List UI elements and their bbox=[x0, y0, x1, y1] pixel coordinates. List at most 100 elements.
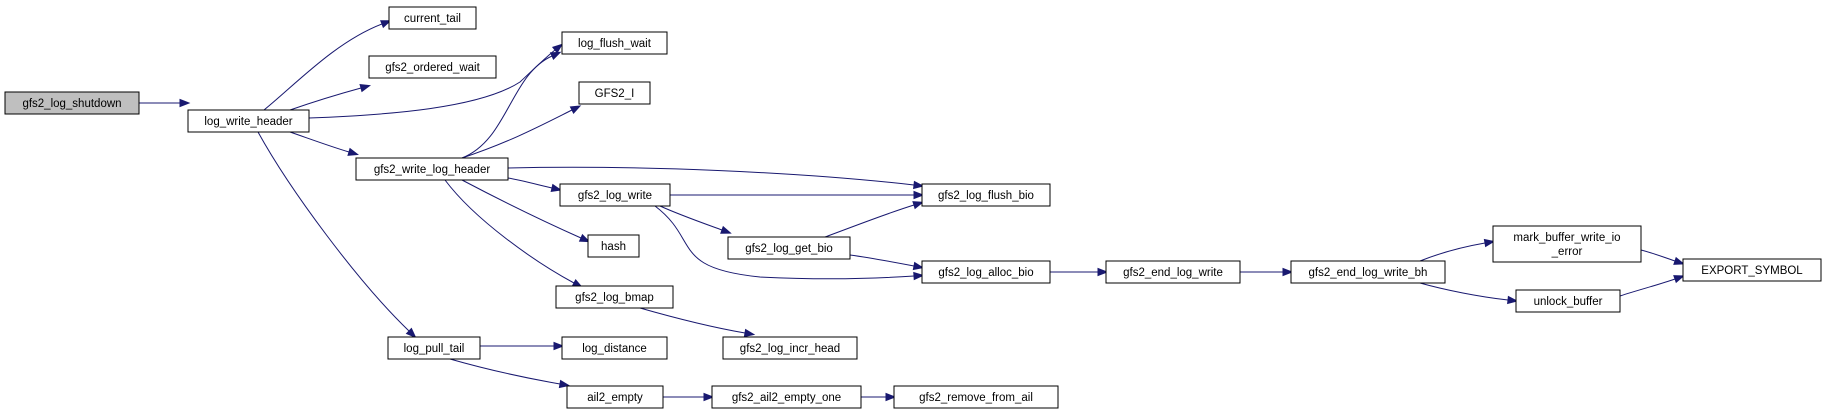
edge-ail2_empty-to-gfs2_ail2_empty_one bbox=[663, 392, 715, 402]
node-gfs2-log-shutdown[interactable]: gfs2_log_shutdown bbox=[4, 91, 140, 115]
edge-line bbox=[654, 205, 915, 280]
node-box[interactable] bbox=[1515, 289, 1621, 313]
node-gfs2-log-incr-head[interactable]: gfs2_log_incr_head bbox=[722, 336, 858, 360]
node-gfs2-end-log-write[interactable]: gfs2_end_log_write bbox=[1105, 260, 1241, 284]
edge-arrowhead bbox=[558, 379, 571, 389]
node-label: gfs2_log_shutdown bbox=[22, 98, 121, 110]
edge-gfs2_log_write-to-gfs2_log_get_bio bbox=[659, 205, 732, 234]
node-box[interactable] bbox=[893, 385, 1059, 409]
node-log-flush-wait[interactable]: log_flush_wait bbox=[561, 31, 668, 55]
node-gfs2-log-get-bio[interactable]: gfs2_log_get_bio bbox=[727, 236, 851, 260]
node-box[interactable] bbox=[722, 336, 858, 360]
node-log-write-header[interactable]: log_write_header bbox=[187, 109, 310, 133]
node-box[interactable] bbox=[921, 260, 1051, 284]
node-label: unlock_buffer bbox=[1534, 296, 1603, 308]
node-label: EXPORT_SYMBOL bbox=[1701, 265, 1803, 277]
node-gfs2-log-write[interactable]: gfs2_log_write bbox=[559, 183, 671, 207]
node-gfs2-write-log-header[interactable]: gfs2_write_log_header bbox=[355, 157, 509, 181]
node-gfs2-ordered-wait[interactable]: gfs2_ordered_wait bbox=[368, 55, 497, 79]
edge-line bbox=[461, 109, 573, 159]
node-gfs2-ail2-empty-one[interactable]: gfs2_ail2_empty_one bbox=[711, 385, 862, 409]
node-box[interactable] bbox=[355, 157, 509, 181]
node-box[interactable] bbox=[555, 285, 674, 309]
edge-line bbox=[263, 23, 383, 111]
node-box[interactable] bbox=[187, 109, 310, 133]
node-ail2-empty[interactable]: ail2_empty bbox=[566, 385, 664, 409]
edge-arrowhead bbox=[703, 392, 715, 402]
edge-arrowhead bbox=[1673, 275, 1685, 284]
edge-gfs2_write_log_header-to-hash bbox=[461, 179, 591, 243]
node-label: current_tail bbox=[404, 13, 461, 25]
edge-log_write_header-to-log_pull_tail bbox=[257, 131, 417, 339]
node-label: gfs2_log_incr_head bbox=[740, 343, 840, 355]
edge-arrowhead bbox=[578, 233, 591, 243]
edge-arrowhead bbox=[913, 271, 925, 281]
node-mark-buffer-write-io-error[interactable]: mark_buffer_write_io_error bbox=[1492, 225, 1642, 263]
node-label: gfs2_ordered_wait bbox=[385, 62, 480, 74]
edge-gfs2_log_write-to-gfs2_log_flush_bio bbox=[670, 190, 925, 200]
node-box[interactable] bbox=[1492, 225, 1642, 263]
node-box[interactable] bbox=[921, 183, 1051, 207]
edge-line bbox=[507, 177, 553, 189]
node-label: gfs2_log_bmap bbox=[575, 292, 654, 304]
edge-line bbox=[1619, 278, 1676, 297]
edge-gfs2_log_shutdown-to-log_write_header bbox=[139, 98, 191, 108]
node-log-pull-tail[interactable]: log_pull_tail bbox=[387, 336, 481, 360]
edge-arrowhead bbox=[1097, 267, 1109, 277]
node-GFS2-I[interactable]: GFS2_I bbox=[578, 81, 651, 105]
node-box[interactable] bbox=[561, 336, 668, 360]
edge-gfs2_write_log_header-to-gfs2_log_write bbox=[507, 177, 563, 193]
edge-gfs2_log_write-to-gfs2_log_alloc_bio bbox=[654, 205, 925, 281]
node-box[interactable] bbox=[1290, 260, 1446, 284]
node-current-tail[interactable]: current_tail bbox=[388, 6, 477, 30]
node-unlock-buffer[interactable]: unlock_buffer bbox=[1515, 289, 1621, 313]
edge-line bbox=[639, 307, 746, 334]
edge-arrowhead bbox=[549, 51, 562, 61]
edge-arrowhead bbox=[720, 225, 732, 234]
node-label: _error bbox=[1551, 246, 1583, 258]
node-gfs2-remove-from-ail[interactable]: gfs2_remove_from_ail bbox=[893, 385, 1059, 409]
edge-line bbox=[461, 179, 582, 239]
edge-line bbox=[461, 55, 553, 159]
node-box[interactable] bbox=[368, 55, 497, 79]
node-label: log_flush_wait bbox=[578, 38, 652, 50]
node-hash[interactable]: hash bbox=[587, 234, 640, 258]
edge-arrowhead bbox=[179, 98, 191, 108]
node-gfs2-end-log-write-bh[interactable]: gfs2_end_log_write_bh bbox=[1290, 260, 1446, 284]
node-gfs2-log-flush-bio[interactable]: gfs2_log_flush_bio bbox=[921, 183, 1051, 207]
edge-gfs2_log_alloc_bio-to-gfs2_end_log_write bbox=[1050, 267, 1109, 277]
edge-gfs2_write_log_header-to-gfs2_log_flush_bio bbox=[507, 166, 925, 190]
node-box[interactable] bbox=[4, 91, 140, 115]
node-box[interactable] bbox=[566, 385, 664, 409]
edge-arrowhead bbox=[913, 180, 925, 190]
edge-arrowhead bbox=[1673, 256, 1685, 265]
node-box[interactable] bbox=[587, 234, 640, 258]
node-label: gfs2_end_log_write bbox=[1123, 267, 1223, 279]
edge-line bbox=[257, 131, 410, 332]
edge-log_write_header-to-gfs2_write_log_header bbox=[289, 131, 359, 156]
edge-arrowhead bbox=[912, 261, 925, 271]
node-box[interactable] bbox=[711, 385, 862, 409]
node-label: gfs2_log_get_bio bbox=[745, 243, 833, 255]
edge-arrowhead bbox=[359, 84, 372, 93]
node-label: gfs2_remove_from_ail bbox=[919, 392, 1033, 404]
node-EXPORT-SYMBOL[interactable]: EXPORT_SYMBOL bbox=[1682, 258, 1822, 282]
node-box[interactable] bbox=[578, 81, 651, 105]
node-gfs2-log-bmap[interactable]: gfs2_log_bmap bbox=[555, 285, 674, 309]
edge-arrowhead bbox=[1483, 238, 1496, 248]
node-gfs2-log-alloc-bio[interactable]: gfs2_log_alloc_bio bbox=[921, 260, 1051, 284]
node-box[interactable] bbox=[727, 236, 851, 260]
edge-line bbox=[824, 204, 915, 238]
node-label: gfs2_log_flush_bio bbox=[938, 190, 1034, 202]
edge-unlock_buffer-to-EXPORT_SYMBOL bbox=[1619, 275, 1685, 297]
node-box[interactable] bbox=[561, 31, 668, 55]
node-box[interactable] bbox=[559, 183, 671, 207]
edge-line bbox=[849, 254, 915, 267]
node-box[interactable] bbox=[387, 336, 481, 360]
edge-line bbox=[289, 131, 350, 153]
node-box[interactable] bbox=[1105, 260, 1241, 284]
node-box[interactable] bbox=[1682, 258, 1822, 282]
node-log-distance[interactable]: log_distance bbox=[561, 336, 668, 360]
node-box[interactable] bbox=[388, 6, 477, 30]
